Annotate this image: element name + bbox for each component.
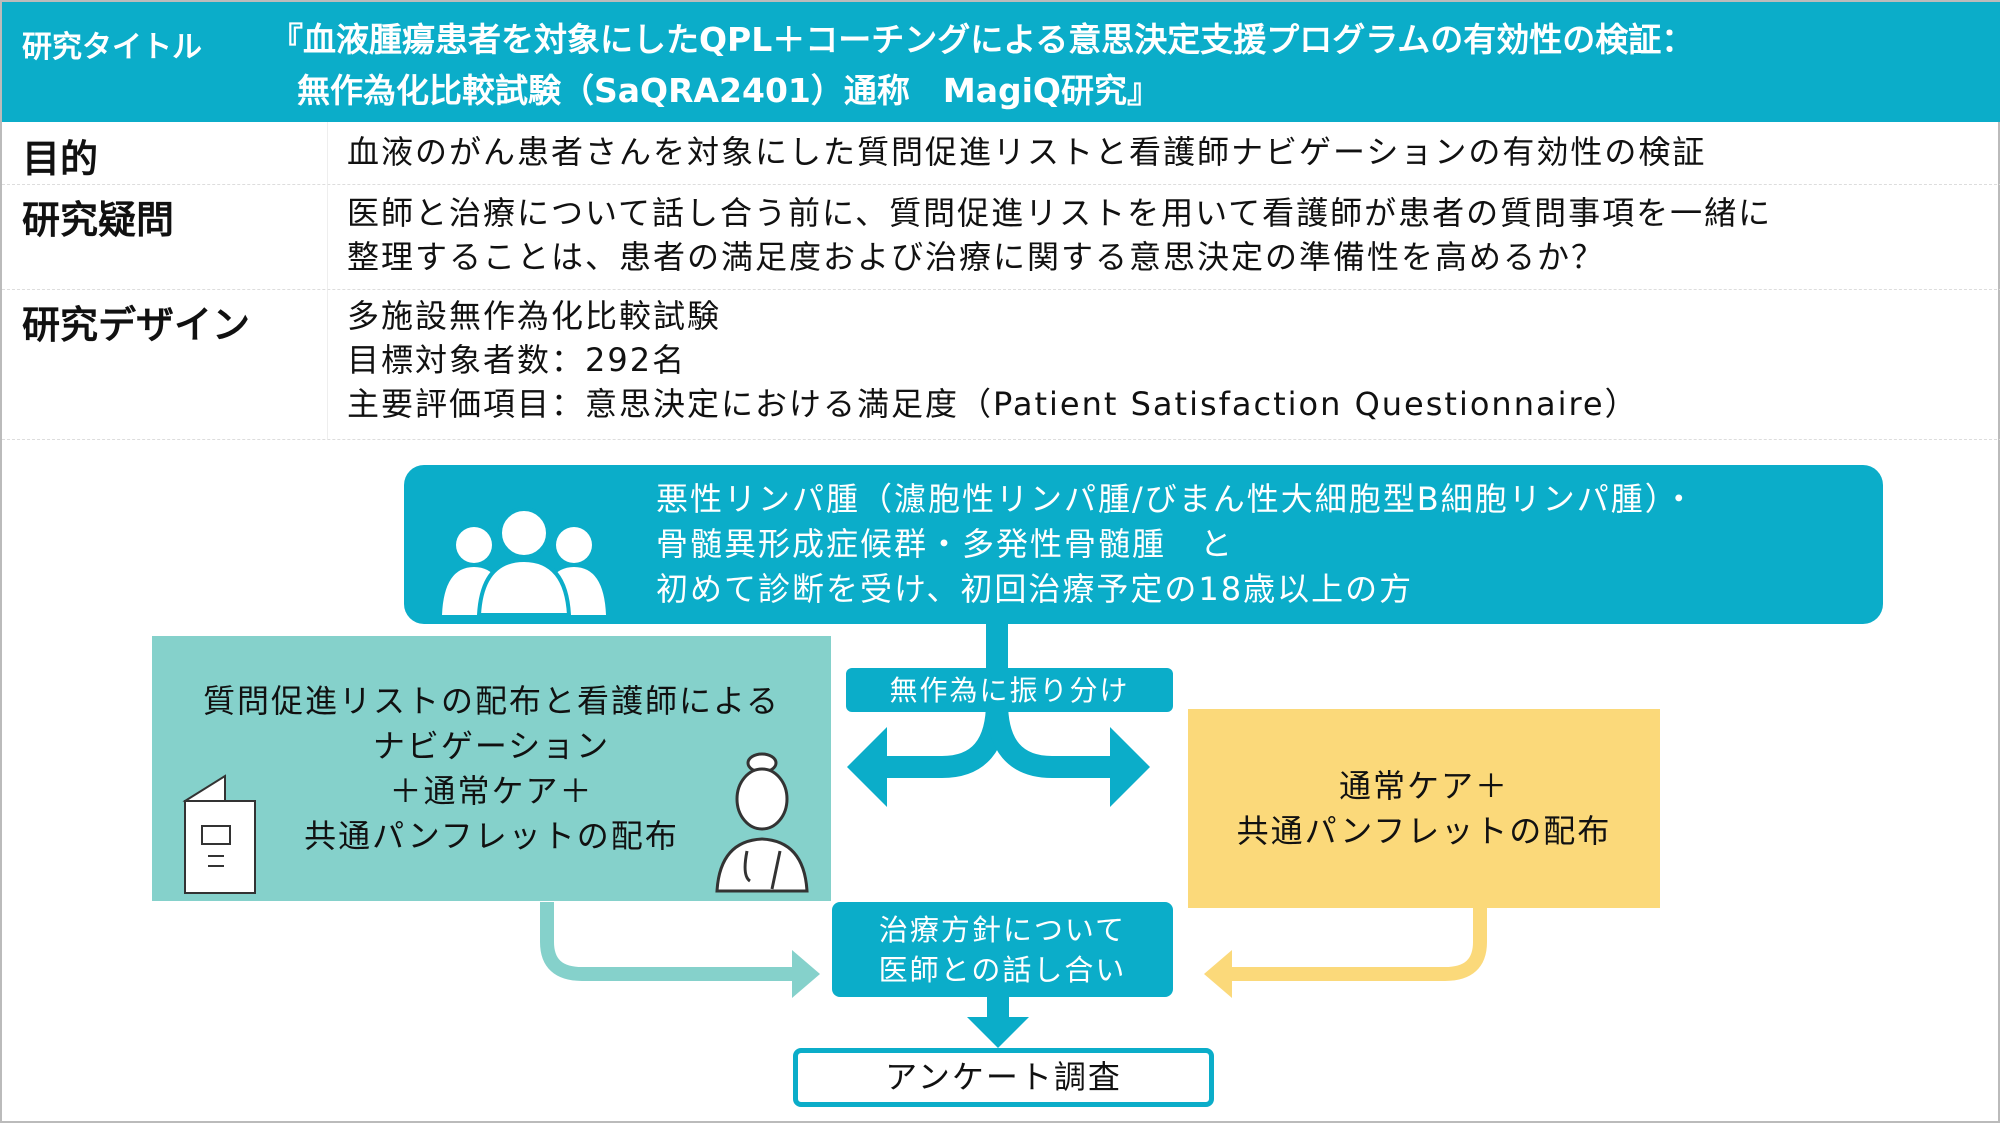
population-box: 悪性リンパ腫（濾胞性リンパ腫/びまん性大細胞型B細胞リンパ腫）・ 骨髄異形成症候… [404,465,1883,624]
title-label: 研究タイトル [22,30,202,65]
population-line: 初めて診断を受け、初回治療予定の18歳以上の方 [656,570,1414,608]
pamphlet-icon [182,774,256,894]
intervention-box: 質問促進リストの配布と看護師による ナビゲーション ＋通常ケア＋ 共通パンフレッ… [152,636,831,901]
intervention-line: ナビゲーション [372,726,611,765]
row-design: 研究デザイン 多施設無作為化比較試験 目標対象者数：292名 主要評価項目：意思… [2,290,2000,440]
intervention-line: 質問促進リストの配布と看護師による [202,681,781,720]
control-box: 通常ケア＋ 共通パンフレットの配布 [1188,709,1660,908]
people-group-icon [442,507,606,615]
intervention-line: ＋通常ケア＋ [389,771,594,810]
row-text: 整理することは、患者の満足度および治療に関する意思決定の準備性を高めるか？ [347,238,1606,276]
discussion-box: 治療方針について 医師との話し合い [832,902,1173,997]
row-text: 医師と治療について話し合う前に、質問促進リストを用いて看護師が患者の質問事項を一… [347,194,1773,232]
row-purpose: 目的 血液のがん患者さんを対象にした質問促進リストと看護師ナビゲーションの有効性… [2,122,2000,185]
study-title-line2: 無作為化比較試験（SaQRA2401）通称 MagiQ研究』 [297,71,1160,110]
row-label: 目的 [22,137,99,181]
row-question: 研究疑問 医師と治療について話し合う前に、質問促進リストを用いて看護師が患者の質… [2,185,2000,290]
control-line: 共通パンフレットの配布 [1236,811,1612,850]
row-text: 血液のがん患者さんを対象にした質問促進リストと看護師ナビゲーションの有効性の検証 [347,133,1707,171]
nurse-icon [715,752,809,893]
row-label: 研究疑問 [22,198,175,242]
survey-box: アンケート調査 [793,1048,1214,1107]
control-line: 通常ケア＋ [1338,766,1509,805]
randomize-label: 無作為に振り分け [846,668,1173,712]
discussion-line: 治療方針について [878,912,1127,947]
row-label: 研究デザイン [22,303,251,347]
discussion-line: 医師との話し合い [878,952,1127,987]
population-line: 悪性リンパ腫（濾胞性リンパ腫/びまん性大細胞型B細胞リンパ腫）・ [656,480,1697,518]
row-text: 主要評価項目：意思決定における満足度（Patient Satisfaction … [347,385,1639,423]
intervention-line: 共通パンフレットの配布 [304,816,679,855]
row-text: 多施設無作為化比較試験 [347,297,722,335]
study-title-line1: 『血液腫瘍患者を対象にしたQPL＋コーチングによる意思決定支援プログラムの有効性… [270,20,1695,59]
title-header: 研究タイトル 『血液腫瘍患者を対象にしたQPL＋コーチングによる意思決定支援プロ… [2,2,2000,122]
row-text: 目標対象者数：292名 [347,341,687,379]
population-line: 骨髄異形成症候群・多発性骨髄腫 と [656,525,1235,563]
